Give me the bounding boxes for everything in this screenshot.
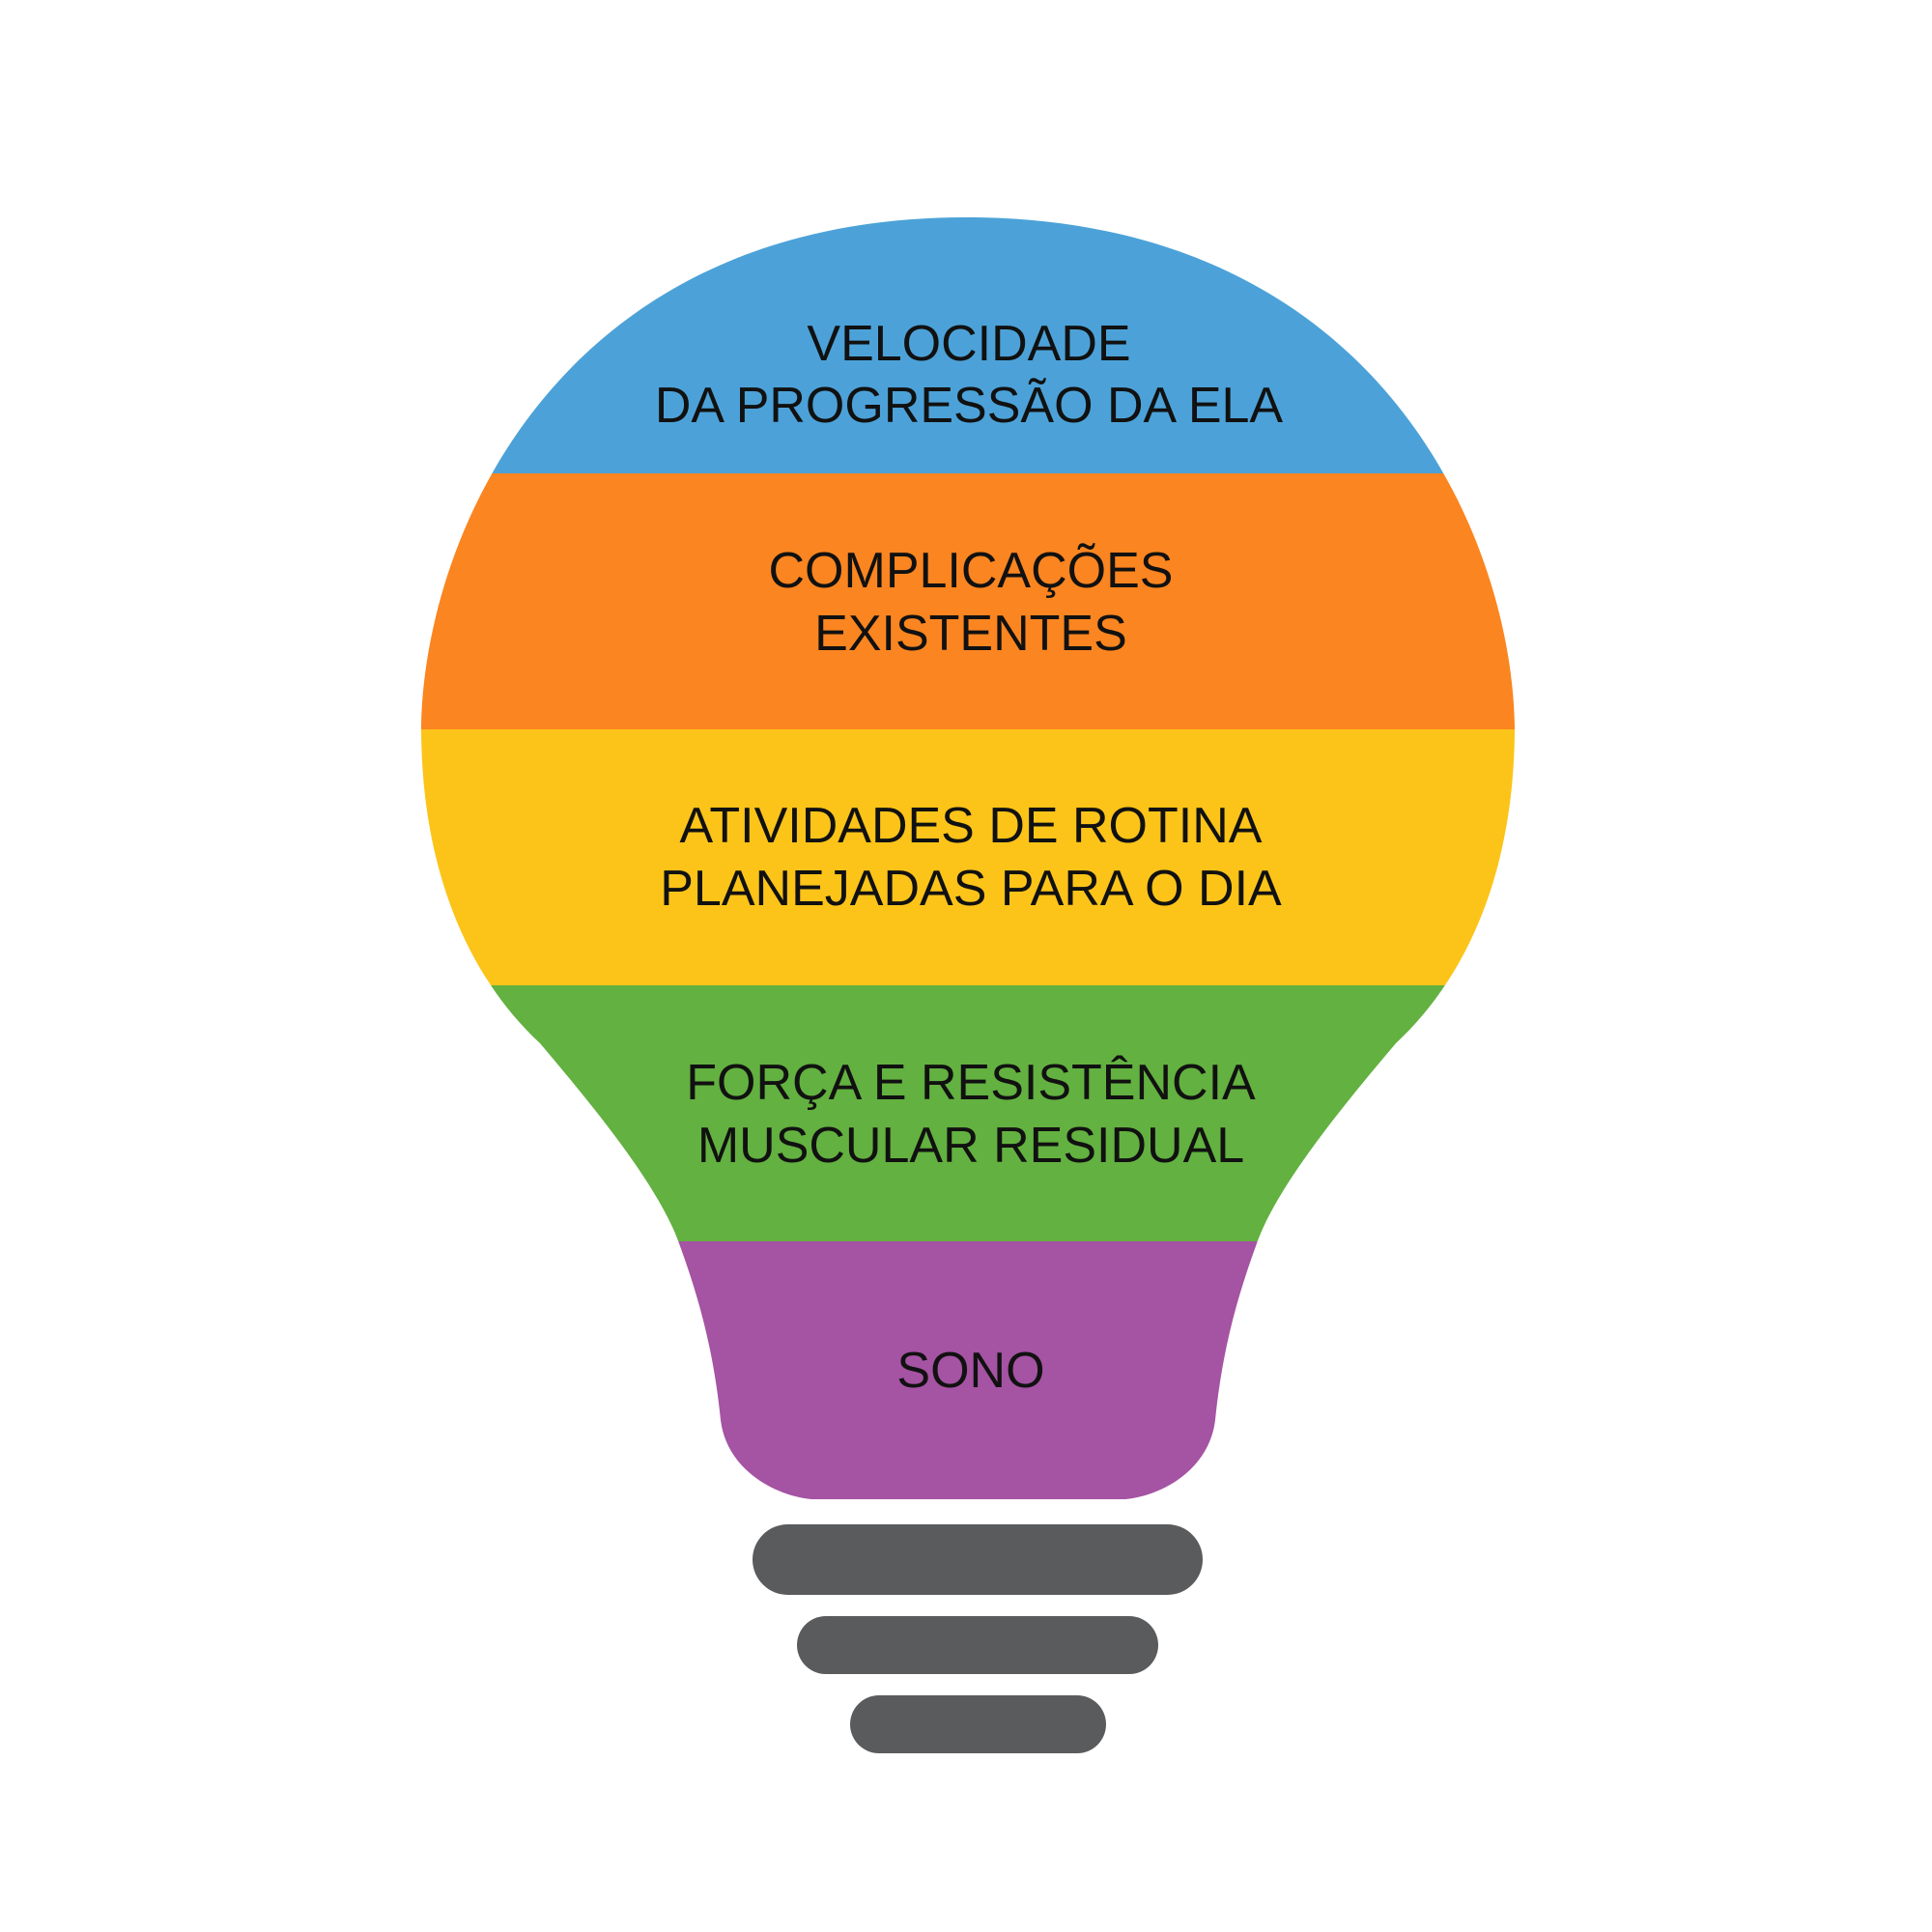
base-bar-bottom	[850, 1695, 1106, 1753]
band-velocidade-line-2: DA PROGRESSÃO DA ELA	[655, 378, 1284, 434]
band-forca-fill	[421, 985, 1515, 1241]
band-forca-line-2: MUSCULAR RESIDUAL	[697, 1118, 1244, 1174]
band-atividades: ATIVIDADES DE ROTINA PLANEJADAS PARA O D…	[660, 798, 1282, 917]
band-atividades-line-1: ATIVIDADES DE ROTINA	[680, 798, 1263, 854]
band-velocidade-line-1: VELOCIDADE	[807, 316, 1130, 372]
band-complicacoes-line-1: COMPLICAÇÕES	[769, 543, 1174, 599]
band-complicacoes: COMPLICAÇÕES EXISTENTES	[769, 543, 1174, 662]
band-complicacoes-line-2: EXISTENTES	[814, 606, 1127, 662]
band-sono-label: SONO	[896, 1343, 1044, 1399]
band-atividades-fill	[421, 729, 1515, 985]
bulb-base	[753, 1524, 1203, 1753]
band-forca-line-1: FORÇA E RESISTÊNCIA	[686, 1055, 1256, 1111]
band-complicacoes-fill	[421, 473, 1515, 729]
band-atividades-line-2: PLANEJADAS PARA O DIA	[660, 861, 1282, 917]
base-bar-top	[753, 1524, 1203, 1595]
band-forca: FORÇA E RESISTÊNCIA MUSCULAR RESIDUAL	[686, 1055, 1256, 1174]
base-bar-middle	[797, 1616, 1158, 1674]
band-velocidade: VELOCIDADE DA PROGRESSÃO DA ELA	[655, 316, 1284, 434]
band-sono: SONO	[896, 1343, 1044, 1399]
